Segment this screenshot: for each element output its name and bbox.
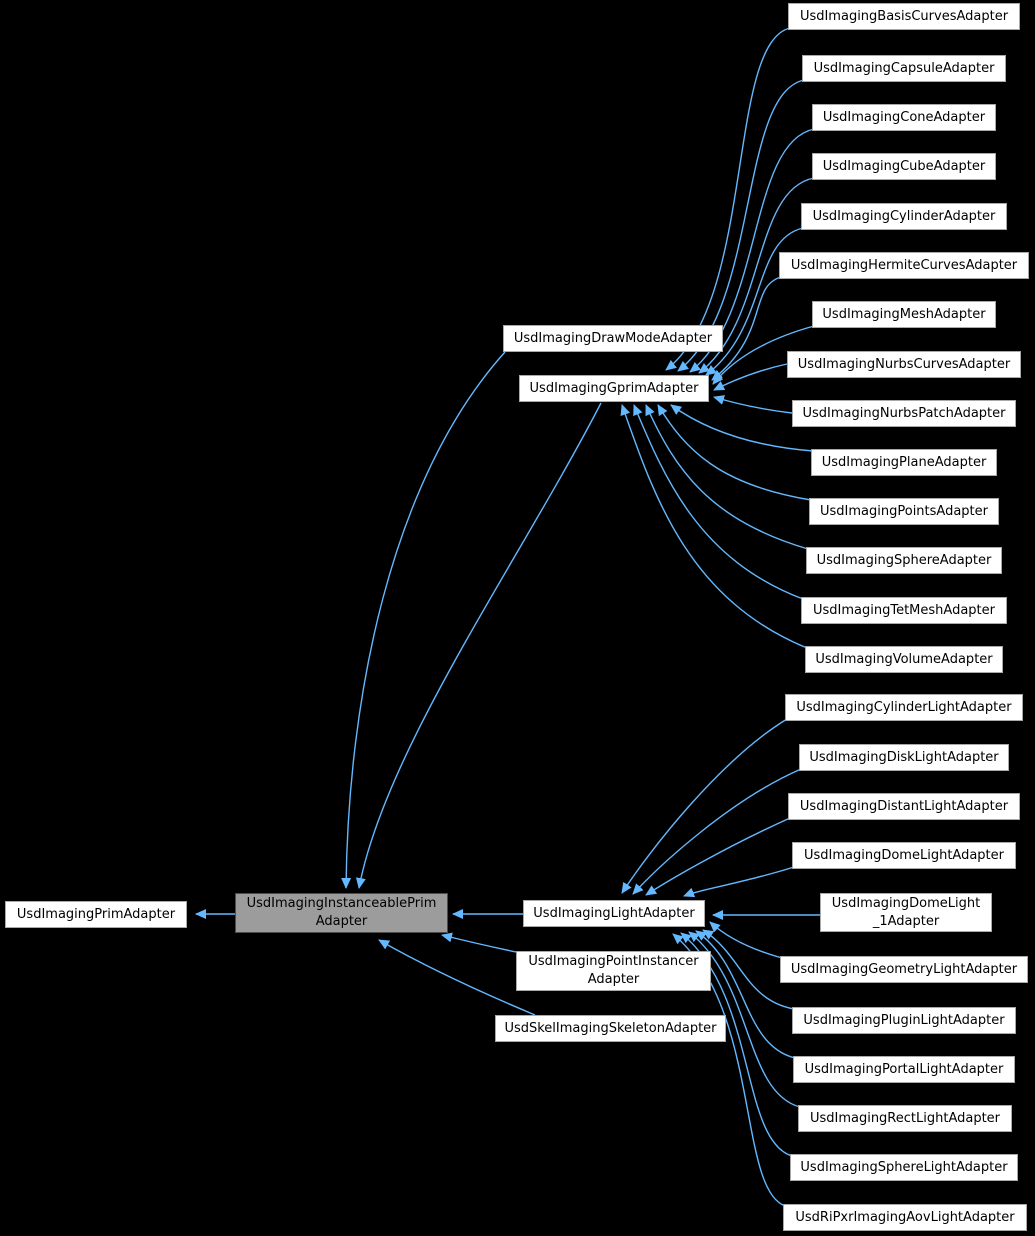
edge-distantlight-to-light (645, 817, 791, 896)
node-hermite-curves-adapter[interactable]: UsdImagingHermiteCurvesAdapter (779, 252, 1029, 279)
edge-portallight-to-light (695, 930, 796, 1059)
node-disk-light-adapter[interactable]: UsdImagingDiskLightAdapter (799, 744, 1009, 771)
edge-sphere-to-gprim (645, 404, 809, 550)
edge-points-to-gprim (657, 404, 812, 501)
node-aov-light-adapter[interactable]: UsdRiPxrImagingAovLightAdapter (783, 1204, 1027, 1231)
edge-cylinder-to-gprim (705, 227, 804, 376)
node-plane-adapter[interactable]: UsdImagingPlaneAdapter (811, 449, 997, 476)
node-sphere-adapter[interactable]: UsdImagingSphereAdapter (806, 547, 1002, 574)
edge-skel-to-instanceable (378, 939, 536, 1016)
edge-hermite-to-gprim (711, 276, 782, 381)
edge-tetmesh-to-gprim (633, 404, 804, 600)
edge-volume-to-gprim (620, 404, 808, 649)
node-capsule-adapter[interactable]: UsdImagingCapsuleAdapter (802, 55, 1006, 82)
node-cylinder-light-adapter[interactable]: UsdImagingCylinderLightAdapter (785, 694, 1023, 721)
edge-nurbscurves-to-gprim (713, 363, 788, 391)
node-points-adapter[interactable]: UsdImagingPointsAdapter (809, 498, 999, 525)
node-skel-skeleton-adapter[interactable]: UsdSkelImagingSkeletonAdapter (495, 1015, 726, 1042)
node-cylinder-adapter[interactable]: UsdImagingCylinderAdapter (801, 203, 1007, 230)
edge-gprim-to-instanceable (355, 402, 602, 889)
node-volume-adapter[interactable]: UsdImagingVolumeAdapter (805, 646, 1003, 673)
node-instanceable-prim-adapter[interactable]: UsdImagingInstanceablePrim Adapter (235, 893, 448, 933)
edge-pointinstancer-to-instanceable (441, 932, 517, 953)
edge-mesh-to-gprim (712, 325, 815, 385)
node-light-adapter[interactable]: UsdImagingLightAdapter (523, 900, 705, 927)
edge-geometrylight-to-light (709, 921, 783, 959)
node-point-instancer-adapter[interactable]: UsdImagingPointInstancer Adapter (516, 951, 711, 991)
node-rect-light-adapter[interactable]: UsdImagingRectLightAdapter (798, 1105, 1012, 1132)
node-dome-light-1-adapter[interactable]: UsdImagingDomeLight _1Adapter (820, 893, 992, 932)
node-prim-adapter[interactable]: UsdImagingPrimAdapter (5, 901, 187, 928)
node-draw-mode-adapter[interactable]: UsdImagingDrawModeAdapter (503, 325, 723, 352)
node-geometry-light-adapter[interactable]: UsdImagingGeometryLightAdapter (780, 956, 1028, 983)
node-nurbs-curves-adapter[interactable]: UsdImagingNurbsCurvesAdapter (787, 351, 1021, 378)
node-distant-light-adapter[interactable]: UsdImagingDistantLightAdapter (788, 793, 1020, 820)
node-basis-curves-adapter[interactable]: UsdImagingBasisCurvesAdapter (788, 3, 1020, 30)
node-mesh-adapter[interactable]: UsdImagingMeshAdapter (812, 301, 996, 328)
edge-disklight-to-light (632, 768, 802, 895)
node-plugin-light-adapter[interactable]: UsdImagingPluginLightAdapter (792, 1007, 1016, 1034)
node-dome-light-adapter[interactable]: UsdImagingDomeLightAdapter (792, 842, 1016, 869)
node-tet-mesh-adapter[interactable]: UsdImagingTetMeshAdapter (801, 597, 1007, 624)
edge-domelight-to-light (683, 866, 795, 898)
node-gprim-adapter[interactable]: UsdImagingGprimAdapter (519, 375, 709, 402)
edge-plane-to-gprim (670, 404, 814, 452)
node-nurbs-patch-adapter[interactable]: UsdImagingNurbsPatchAdapter (792, 400, 1016, 427)
node-portal-light-adapter[interactable]: UsdImagingPortalLightAdapter (793, 1056, 1015, 1083)
node-sphere-light-adapter[interactable]: UsdImagingSphereLightAdapter (790, 1154, 1018, 1181)
edge-nurbspatch-to-gprim (713, 395, 793, 414)
edge-pluginlight-to-light (702, 929, 795, 1010)
edge-cylinderlight-to-light (621, 718, 788, 894)
edge-drawmode-to-instanceable (341, 351, 506, 889)
node-cube-adapter[interactable]: UsdImagingCubeAdapter (812, 153, 996, 180)
node-cone-adapter[interactable]: UsdImagingConeAdapter (812, 104, 996, 131)
